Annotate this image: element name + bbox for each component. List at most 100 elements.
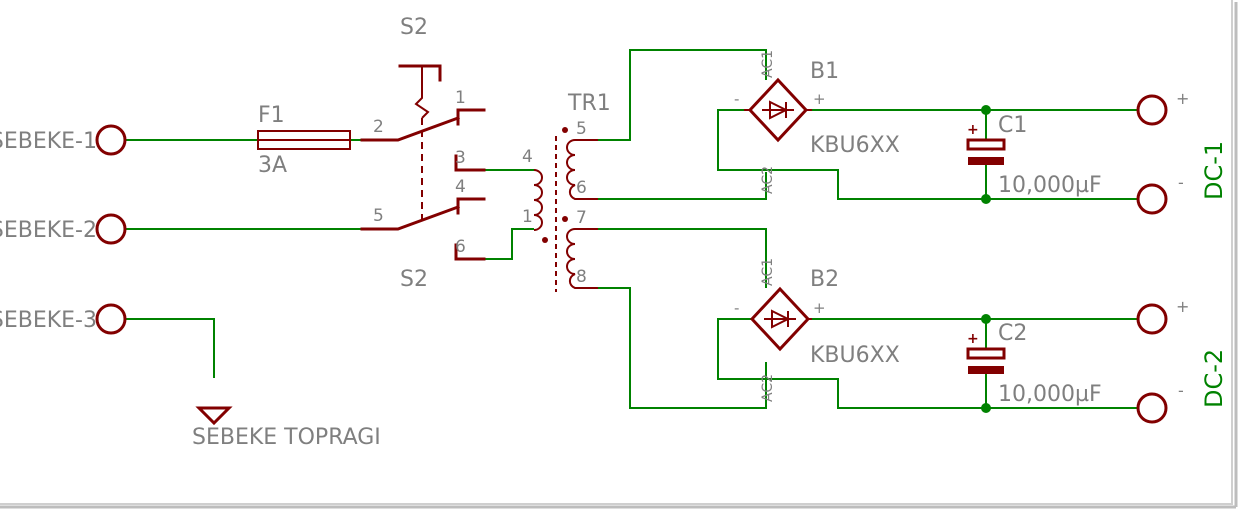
label-sebeke2: SEBEKE-2	[0, 218, 97, 243]
switch-name-top: S2	[400, 15, 428, 40]
label-sebeke1: SEBEKE-1	[0, 129, 97, 154]
bridge1-ac2: AC2	[760, 166, 776, 194]
wire-sw6-tr1	[484, 228, 534, 260]
input-connectors: SEBEKE-1 SEBEKE-2 SEBEKE-3	[0, 124, 127, 335]
junction-c1-minus	[981, 194, 991, 204]
bridge1-value: KBU6XX	[810, 133, 900, 158]
capacitor-c1[interactable]: + C1 10,000µF	[966, 113, 1102, 198]
fuse-value: 3A	[258, 153, 287, 178]
junction-c2-plus	[981, 314, 991, 324]
wire-sebeke3-ground	[126, 318, 215, 378]
cap2-polarity: +	[967, 331, 979, 347]
output-dc1-plus[interactable]	[1136, 94, 1168, 126]
transformer-pin-7: 7	[576, 208, 587, 228]
net-label-dc2: DC-2	[1200, 349, 1228, 408]
switch-s2[interactable]: S2 S2 1 2 3 4 5 6	[360, 15, 486, 292]
switch-actuator-stem	[414, 66, 430, 119]
secondary-winding-2	[566, 228, 598, 289]
cap2-plate-plus	[966, 347, 1006, 360]
switch-contact-4	[456, 197, 486, 215]
wire-tr8-ac2	[598, 287, 767, 409]
switch-pin-2: 2	[373, 117, 384, 137]
bridge2-value: KBU6XX	[810, 343, 900, 368]
connector-sebeke3[interactable]	[95, 303, 127, 335]
label-ground: SEBEKE TOPRAGI	[192, 425, 381, 450]
wire-tr7-ac1	[598, 228, 767, 288]
label-sebeke3: SEBEKE-3	[0, 308, 97, 333]
output-dc2-minus[interactable]	[1136, 392, 1168, 424]
switch-pin-3: 3	[455, 148, 466, 168]
wire-b1-minus	[717, 109, 986, 200]
bridge2-plus: +	[813, 299, 826, 317]
bridge-b2[interactable]: B2 KBU6XX - + AC1 AC2	[734, 258, 900, 402]
switch-pin-6: 6	[455, 237, 466, 257]
wire-b2-minus	[717, 318, 986, 409]
switch-pin-1: 1	[455, 88, 466, 108]
bridge2-ac2: AC2	[760, 374, 776, 402]
wire-tr5-ac1	[598, 49, 767, 141]
cap2-name: C2	[998, 321, 1027, 346]
connector-sebeke2[interactable]	[95, 213, 127, 245]
primary-winding	[533, 169, 543, 231]
phase-dot-primary	[542, 237, 548, 243]
cap1-plate-minus	[968, 157, 1004, 165]
fuse-f1[interactable]: F1 3A	[257, 103, 351, 178]
bridge1-diode	[762, 100, 794, 120]
output-dc1-minus[interactable]	[1136, 183, 1168, 215]
switch-pin-4: 4	[455, 177, 466, 197]
transformer-tr1[interactable]: TR1 4 1 5 6 7 8	[522, 91, 611, 292]
bridge2-name: B2	[810, 267, 839, 292]
bridge1-plus: +	[813, 90, 826, 108]
dc1-minus-sign: -	[1178, 173, 1184, 192]
cap1-polarity: +	[967, 122, 979, 138]
junctions	[981, 105, 991, 413]
bridge1-minus: -	[734, 90, 739, 108]
net-label-dc1: DC-1	[1200, 141, 1228, 200]
phase-dot-sec2	[562, 216, 568, 222]
transformer-pin-6: 6	[576, 178, 587, 198]
phase-dot-sec1	[562, 127, 568, 133]
cap1-plate-plus	[966, 138, 1006, 151]
dc2-minus-sign: -	[1178, 381, 1184, 400]
bridge1-name: B1	[810, 59, 839, 84]
transformer-pin-5: 5	[576, 119, 587, 139]
transformer-pin-1: 1	[522, 207, 533, 227]
fuse-name: F1	[258, 103, 285, 128]
ground-triangle	[195, 406, 233, 426]
output-dc2-plus[interactable]	[1136, 303, 1168, 335]
dc1-plus-sign: +	[1176, 89, 1189, 108]
transformer-name: TR1	[567, 91, 611, 116]
connector-sebeke1[interactable]	[95, 124, 127, 156]
bridge-b1[interactable]: B1 KBU6XX - + AC1 AC2	[734, 50, 900, 194]
junction-c1-plus	[981, 105, 991, 115]
junction-c2-minus	[981, 403, 991, 413]
switch-contact-1	[456, 108, 486, 126]
transformer-pin-8: 8	[576, 267, 587, 287]
ground-symbol: SEBEKE TOPRAGI	[192, 406, 381, 450]
cap1-name: C1	[998, 113, 1027, 138]
switch-pole-b	[360, 205, 460, 231]
bridge1-ac1: AC1	[760, 50, 776, 78]
dc2-plus-sign: +	[1176, 297, 1189, 316]
cap2-value: 10,000µF	[998, 382, 1102, 407]
cap1-value: 10,000µF	[998, 173, 1102, 198]
switch-actuator	[398, 64, 442, 82]
switch-pin-5: 5	[373, 206, 384, 226]
switch-pole-a	[360, 116, 460, 142]
cap2-plate-minus	[968, 366, 1004, 374]
capacitor-c2[interactable]: + C2 10,000µF	[966, 321, 1102, 407]
bridge2-ac1: AC1	[760, 258, 776, 286]
bridge1-diamond	[747, 77, 809, 143]
switch-name-bottom: S2	[400, 267, 428, 292]
switch-contact-3	[454, 154, 486, 172]
wire-tr6-ac2	[598, 172, 767, 200]
output-connectors: + - + - DC-1 DC-2	[1136, 89, 1228, 424]
bridge2-diode	[764, 309, 796, 329]
switch-contact-6	[454, 243, 486, 261]
transformer-pin-4: 4	[522, 147, 533, 167]
bridge2-diamond	[749, 286, 811, 352]
secondary-winding-1	[566, 139, 598, 200]
bridge2-minus: -	[734, 299, 739, 317]
